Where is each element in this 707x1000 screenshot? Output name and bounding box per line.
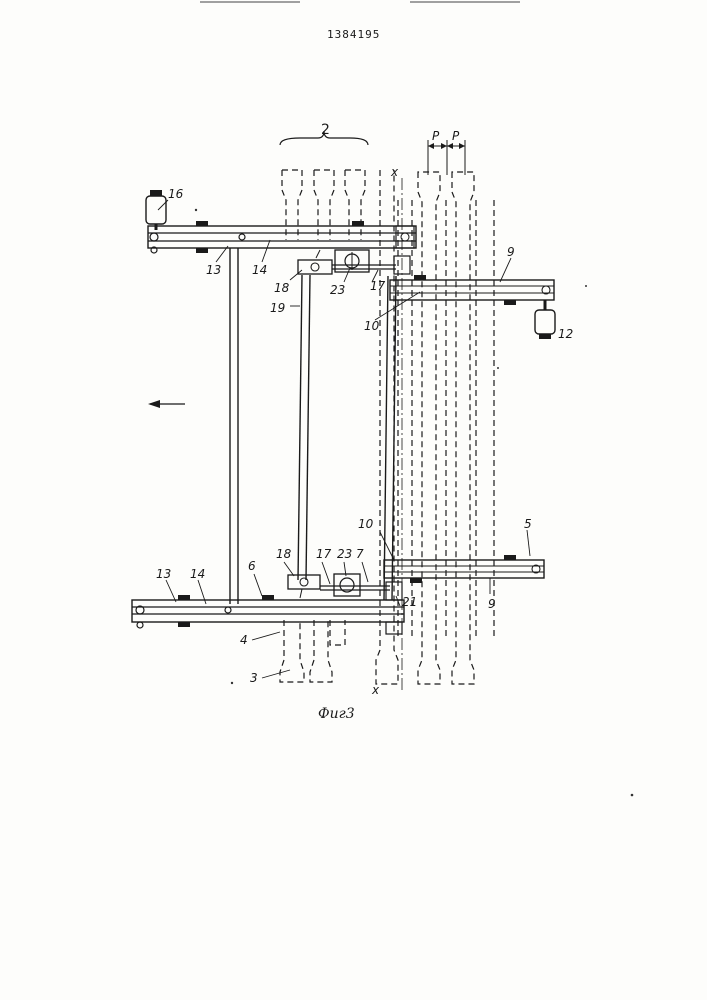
label-14-bottom: 14 (190, 567, 205, 581)
label-5: 5 (524, 517, 532, 531)
label-16: 16 (168, 187, 184, 201)
motor-16 (146, 190, 166, 230)
carriage-top-left (148, 221, 416, 253)
motor-12 (535, 300, 555, 339)
workpieces-group-2-top (282, 170, 365, 240)
workpiece-outline (280, 620, 304, 682)
label-p-1: P (432, 129, 440, 143)
label-18-bottom: 18 (276, 547, 292, 561)
label-x-top: x (390, 165, 399, 179)
vertical-rod-left (230, 248, 238, 604)
label-9-bottom: 9 (488, 597, 496, 611)
pitch-dimension (428, 140, 465, 175)
label-6: 6 (248, 559, 256, 573)
label-19: 19 (270, 301, 285, 315)
label-4: 4 (240, 633, 248, 647)
workpiece-outline (330, 170, 334, 240)
workpiece-outline (282, 170, 286, 240)
label-10-bottom: 10 (358, 517, 374, 531)
document-number: 1384195 (327, 28, 380, 41)
label-3: 3 (250, 671, 258, 685)
workpiece-outline (418, 172, 440, 684)
vertical-rod-19 (298, 275, 310, 580)
workpiece-outline (314, 170, 318, 240)
label-12: 12 (558, 327, 573, 341)
label-9-top: 9 (507, 245, 515, 259)
carriage-bottom-left (132, 595, 404, 634)
bracket-top-18-23-17 (298, 250, 410, 274)
workpiece-outline (330, 620, 345, 645)
workpiece-outline (298, 170, 302, 240)
workpiece-outline (476, 200, 494, 640)
label-23-bottom: 23 (337, 547, 352, 561)
workpieces-bottom-left (280, 620, 345, 682)
label-14-top: 14 (252, 263, 267, 277)
label-18-top: 18 (274, 281, 290, 295)
label-23-top: 23 (330, 283, 345, 297)
carriage-bottom-right (384, 555, 544, 583)
figure-caption: Фиг3 (318, 706, 355, 722)
label-7: 7 (356, 547, 364, 561)
label-10-top: 10 (364, 319, 380, 333)
scan-specks (195, 209, 634, 797)
label-17-bottom: 17 (316, 547, 332, 561)
label-2: 2 (321, 122, 330, 138)
label-x-bottom: x (371, 683, 380, 697)
label-p-2: P (452, 129, 460, 143)
label-13-top: 13 (206, 263, 221, 277)
label-17-top: 17 (370, 279, 386, 293)
label-13-bottom: 13 (156, 567, 171, 581)
label-21: 21 (402, 595, 417, 609)
workpiece-outline (345, 170, 349, 240)
direction-arrow (148, 400, 185, 408)
carriage-top-right (390, 275, 554, 305)
workpiece-outline (452, 172, 474, 684)
workpiece-outline (310, 620, 332, 682)
workpiece-outline (361, 170, 365, 240)
